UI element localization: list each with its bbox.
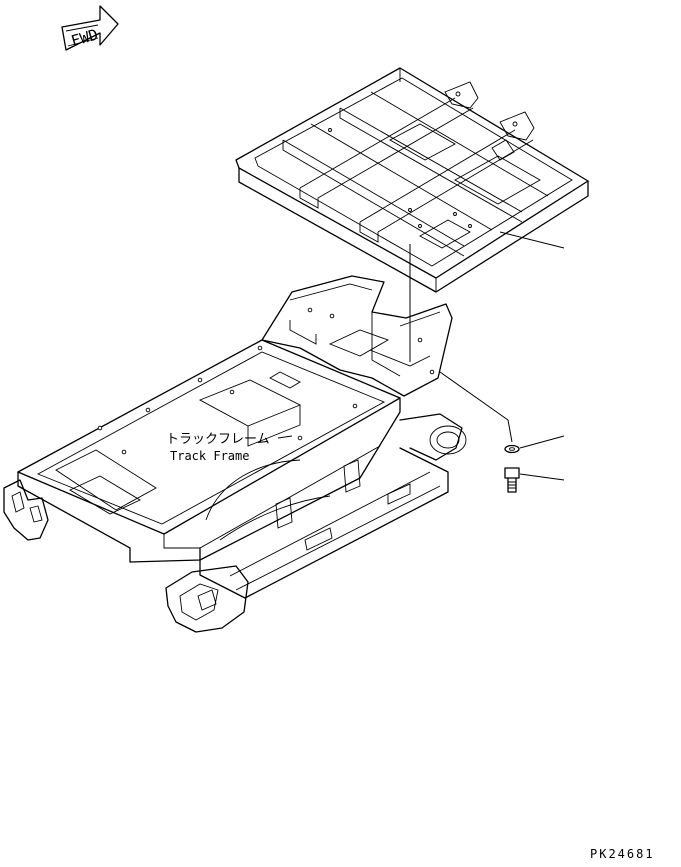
track-frame-label-en: Track Frame [170, 449, 249, 463]
leader-line-track-frame [277, 435, 293, 439]
leader-line-washer [519, 435, 565, 449]
leader-line-floor-frame [499, 231, 565, 249]
washer-icon [504, 444, 520, 454]
leader-line-bolt [519, 473, 565, 481]
leader-line-bracket [439, 371, 513, 443]
bolt-icon [504, 467, 520, 493]
fwd-arrow-icon: FWD [61, 5, 119, 51]
floor-frame [235, 67, 589, 293]
track-frame-label-jp: トラックフレーム [166, 432, 270, 447]
drawing-number: PK24681 [590, 847, 655, 861]
track-frame [3, 275, 467, 633]
